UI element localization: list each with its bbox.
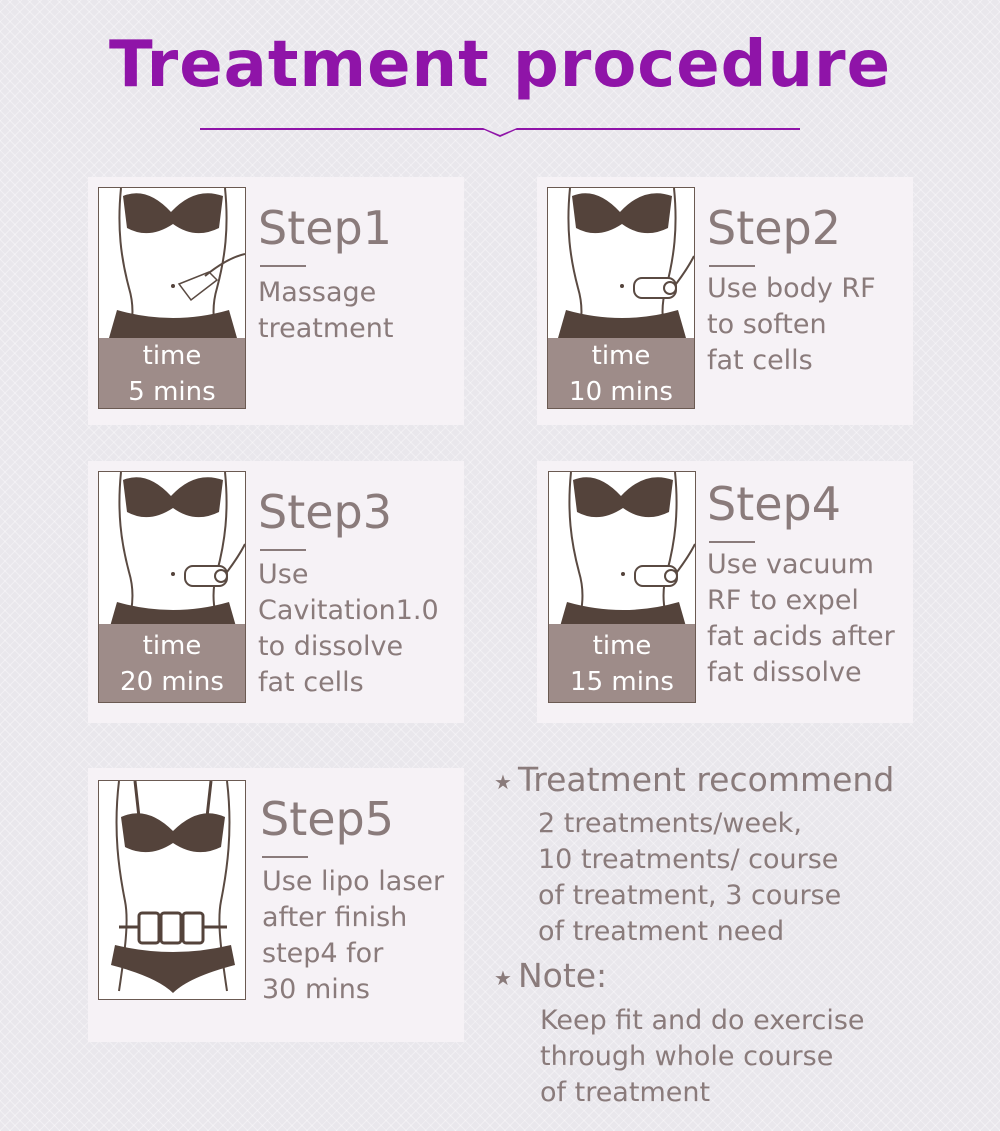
step-title-rule	[262, 856, 308, 858]
step-title-rule	[709, 541, 755, 543]
note-body: Keep fit and do exercise through whole c…	[540, 1005, 865, 1108]
step-title: Step2	[707, 201, 842, 255]
step-title: Step4	[707, 477, 842, 531]
time-label: time	[592, 631, 652, 661]
step-description: Use Cavitation1.0 to dissolve fat cells	[258, 559, 439, 698]
body-figure-image: time 5 mins	[98, 187, 246, 409]
time-value: 20 mins	[120, 667, 224, 697]
step-title: Step3	[258, 485, 393, 539]
page-title: Treatment procedure	[109, 28, 891, 102]
recommend-heading-text: Treatment recommend	[517, 760, 895, 799]
time-label: time	[591, 341, 651, 371]
step-description: Use lipo laser after finish step4 for 30…	[262, 866, 445, 1005]
time-value: 5 mins	[128, 377, 216, 407]
step-description: Use body RF to soften fat cells	[707, 273, 876, 376]
note-heading-text: Note:	[517, 956, 608, 995]
time-label: time	[142, 341, 202, 371]
step-title: Step1	[258, 201, 393, 255]
time-badge: time 5 mins	[99, 338, 245, 408]
time-value: 10 mins	[569, 377, 673, 407]
recommend-body: 2 treatments/week, 10 treatments/ course…	[538, 808, 842, 947]
step-title-rule	[260, 549, 306, 551]
step-card-4: time 15 mins Step4 Use vacuum RF to expe…	[537, 461, 913, 723]
body-figure-image: time 15 mins	[548, 471, 696, 703]
time-badge: time 15 mins	[549, 624, 695, 702]
star-icon: ★	[494, 769, 512, 794]
recommend-heading: ★Treatment recommend	[494, 760, 894, 799]
time-label: time	[142, 631, 202, 661]
body-figure-image: time 20 mins	[98, 471, 246, 703]
time-badge: time 20 mins	[99, 624, 245, 702]
step-card-5: Step5 Use lipo laser after finish step4 …	[88, 768, 464, 1042]
step-description: Use vacuum RF to expel fat acids after f…	[707, 549, 895, 688]
step-title-rule	[709, 265, 755, 267]
title-underline-notch	[480, 128, 520, 137]
step-card-3: time 20 mins Step3 Use Cavitation1.0 to …	[88, 461, 464, 723]
body-figure-image	[98, 780, 246, 1000]
step-title-rule	[260, 265, 306, 267]
star-icon: ★	[494, 965, 512, 990]
time-badge: time 10 mins	[548, 338, 694, 408]
note-heading: ★Note:	[494, 956, 607, 995]
step-title: Step5	[260, 792, 395, 846]
step-description: Massage treatment	[258, 277, 394, 344]
step-card-2: time 10 mins Step2 Use body RF to soften…	[537, 177, 913, 425]
body-figure-image: time 10 mins	[547, 187, 695, 409]
step-card-1: time 5 mins Step1 Massage treatment	[88, 177, 464, 425]
time-value: 15 mins	[570, 667, 674, 697]
